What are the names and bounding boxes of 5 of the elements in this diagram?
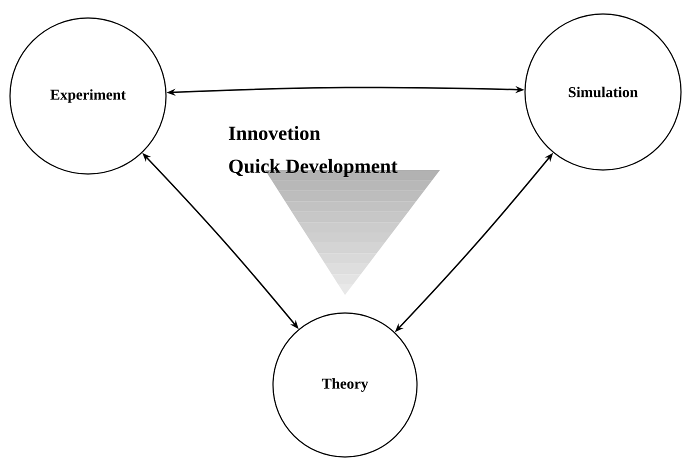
circle-node: Simulation	[524, 13, 682, 171]
label-text: Innovetion	[228, 126, 320, 140]
circle-node: Theory	[272, 312, 418, 458]
circle-node: Experiment	[9, 17, 167, 175]
label-text: Quick Development	[229, 158, 398, 178]
